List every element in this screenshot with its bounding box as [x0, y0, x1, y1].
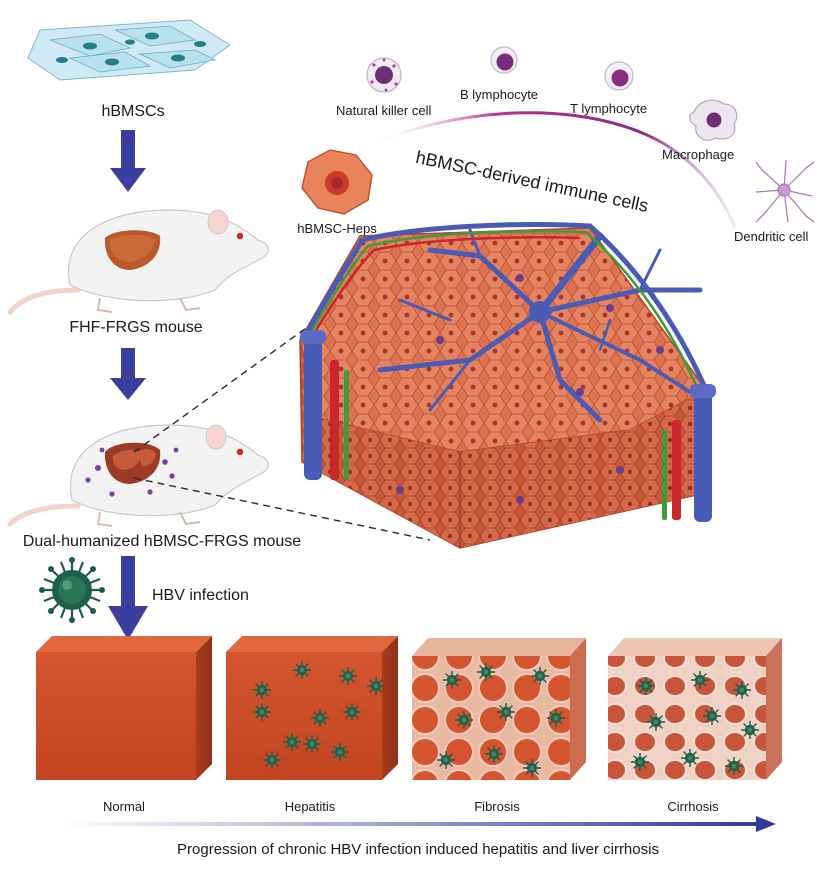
hbmsc-heps-label: hBMSC-Heps — [297, 221, 377, 236]
immune-arc — [367, 111, 737, 229]
nk-cell-icon — [366, 57, 402, 93]
hbv-virus-icon — [39, 557, 105, 623]
stage-normal-cube — [36, 636, 212, 780]
hbmsc-heps-icon — [301, 149, 373, 215]
arrow-down-icon — [110, 130, 146, 192]
nk-cell-label: Natural killer cell — [336, 103, 432, 118]
fhf-frgs-mouse-label: FHF-FRGS mouse — [69, 319, 203, 336]
progression-caption: Progression of chronic HBV infection ind… — [177, 841, 659, 858]
b-lymphocyte-icon — [490, 46, 518, 74]
t-lymphocyte-icon — [604, 61, 634, 91]
macrophage-icon — [689, 99, 738, 141]
stage-fibrosis-label: Fibrosis — [474, 799, 520, 814]
dendritic-cell-icon — [755, 159, 815, 223]
arrow-down-icon — [110, 348, 146, 400]
zoom-dashed-lines — [133, 317, 431, 541]
stage-fibrosis-cube — [412, 638, 586, 780]
progression-arrow — [60, 816, 776, 832]
stage-cirrhosis-cube — [608, 638, 782, 780]
hbv-infection-label: HBV infection — [152, 587, 249, 604]
dual-humanized-mouse-label: Dual-humanized hBMSC-FRGS mouse — [22, 533, 302, 550]
fhf-frgs-mouse-illustration — [7, 209, 269, 315]
workflow-arrows — [108, 130, 148, 640]
portal-triad-right — [662, 384, 716, 522]
dual-humanized-mouse-illustration — [7, 424, 269, 527]
portal-triad-left — [300, 330, 349, 480]
macrophage-label: Macrophage — [662, 147, 735, 162]
b-lymphocyte-label: B lymphocyte — [460, 87, 539, 102]
t-lymphocyte-label: T lymphocyte — [570, 101, 648, 116]
arrow-down-icon — [108, 556, 148, 640]
dendritic-cell-label: Dendritic cell — [734, 229, 809, 244]
liver-lobule-model — [299, 222, 716, 549]
hbmsc-culture-illustration — [27, 19, 231, 81]
hbmsc-label: hBMSCs — [101, 103, 165, 120]
arrow-right-icon — [756, 816, 776, 832]
stage-normal-label: Normal — [103, 799, 145, 814]
stage-hepatitis-cube — [226, 636, 398, 780]
stage-hepatitis-label: Hepatitis — [284, 799, 336, 814]
stage-cirrhosis-label: Cirrhosis — [667, 799, 719, 814]
